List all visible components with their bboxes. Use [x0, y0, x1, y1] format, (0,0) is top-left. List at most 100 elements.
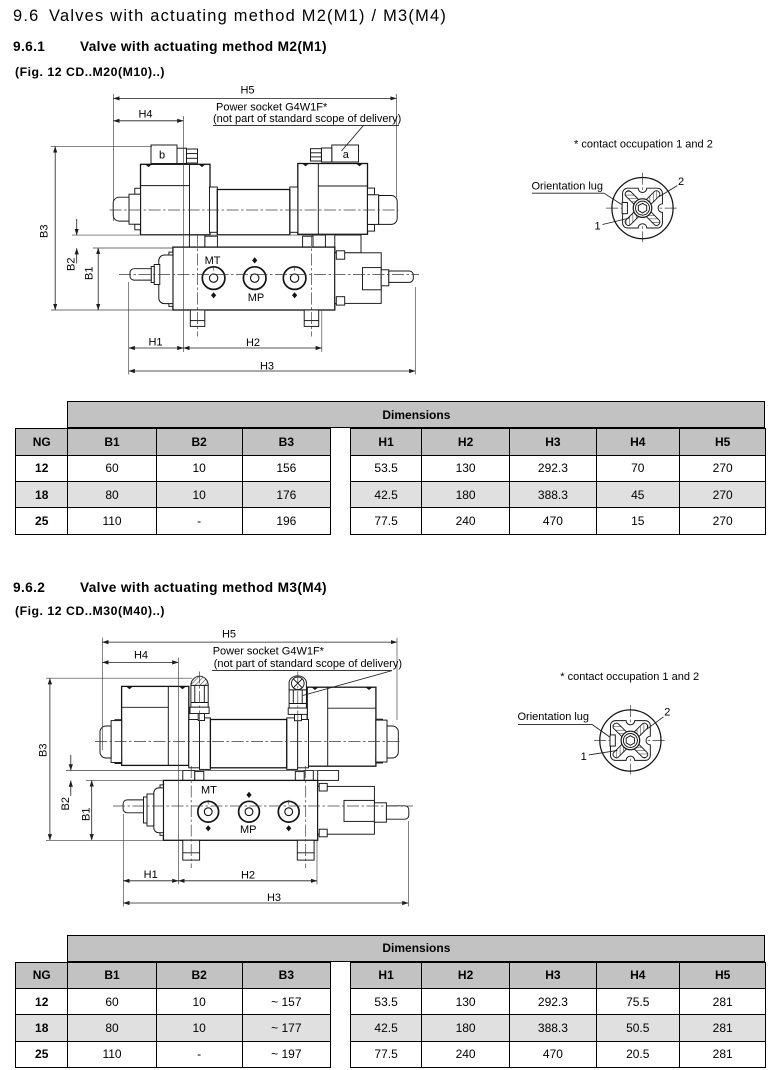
- manual-override-right-m3: [375, 718, 399, 764]
- section-title-961: Valve with actuating method M2(M1): [80, 38, 327, 54]
- dim-label-h1-m2: H1: [148, 336, 162, 348]
- dimensions-table-m3-left: NG B1 B2 B3 12 60 10 ~ 157 18 80 10 ~ 17…: [15, 961, 332, 1069]
- cell-h2: 240: [420, 507, 511, 535]
- page-title-text: Valves with actuating method M2(M1) / M3…: [49, 7, 448, 26]
- port-label-mt-m3: MT: [201, 784, 217, 796]
- manual-override-left-m2: [112, 187, 141, 231]
- col-header-b3: B3: [241, 428, 332, 456]
- power-socket-b: [150, 144, 198, 164]
- cell-h4: 15: [595, 507, 680, 535]
- cell-b1: 60: [67, 454, 157, 483]
- dimensions-bar-m3: Dimensions: [67, 934, 766, 962]
- dim-label-h5-m2: H5: [240, 84, 254, 96]
- table-row: 42.5 180 388.3 45 270: [350, 481, 767, 509]
- dim-label-b3-m3: B3: [37, 744, 49, 757]
- contact-note-m2: * contact occupation 1 and 2: [574, 138, 713, 150]
- valve-m2-centerlines: [109, 209, 419, 337]
- end-plug-left-m3: [122, 784, 164, 836]
- col-header-b3: B3: [241, 961, 332, 990]
- col-header-h5: H5: [678, 961, 767, 990]
- cell-h2: 180: [420, 481, 511, 509]
- port-third-m3: [277, 799, 300, 832]
- port-mt-m3: [196, 799, 220, 832]
- pin2-label-m2: 2: [678, 176, 684, 188]
- table-header-row: NG B1 B2 B3: [15, 961, 332, 990]
- cell-ng: 12: [15, 988, 69, 1016]
- port-mt-m2: [201, 265, 226, 299]
- dim-label-h4-m3: H4: [134, 650, 148, 662]
- cell-h1: 53.5: [350, 454, 422, 483]
- col-header-ng: NG: [15, 961, 69, 990]
- cell-ng: 25: [15, 507, 69, 535]
- dimensions-table-m2-right: H1 H2 H3 H4 H5 53.5 130 292.3 70 270 42.…: [350, 428, 767, 535]
- cell-h4: 50.5: [595, 1014, 680, 1042]
- cell-h5: 270: [678, 507, 767, 535]
- cell-b3: ~ 197: [241, 1040, 332, 1069]
- cell-b1: 60: [67, 988, 157, 1016]
- table-row: 77.5 240 470 15 270: [350, 507, 767, 535]
- cell-h1: 77.5: [350, 1040, 422, 1069]
- table-row: 12 60 10 ~ 157: [15, 988, 332, 1016]
- port-third-m2: [282, 265, 307, 299]
- socket-label-b: b: [159, 149, 165, 161]
- table-row: 42.5 180 388.3 50.5 281: [350, 1014, 767, 1042]
- table-row: 12 60 10 156: [15, 454, 332, 483]
- col-header-h1: H1: [350, 961, 422, 990]
- cell-h3: 470: [509, 1040, 597, 1069]
- cell-h4: 75.5: [595, 988, 680, 1016]
- cell-h2: 180: [420, 1014, 511, 1042]
- pin1-label-m2: 1: [595, 221, 601, 233]
- port-label-mp-m2: MP: [248, 292, 265, 304]
- dim-label-b2-m3: B2: [60, 797, 72, 810]
- table-row: 77.5 240 470 20.5 281: [350, 1040, 767, 1069]
- dim-label-b3-m2: B3: [39, 225, 51, 238]
- dim-label-b2-m2: B2: [66, 258, 78, 271]
- cell-h4: 45: [595, 481, 680, 509]
- valve-m3-shapes: [99, 675, 410, 861]
- col-header-ng: NG: [15, 428, 69, 456]
- dimensions-bar-label-m3: Dimensions: [382, 941, 451, 956]
- cell-h5: 270: [678, 454, 767, 483]
- table-row: 53.5 130 292.3 75.5 281: [350, 988, 767, 1016]
- dim-label-h4-m2: H4: [138, 108, 152, 120]
- center-pin-hex-m3: [625, 735, 636, 746]
- col-header-h2: H2: [420, 961, 511, 990]
- cell-b2: -: [155, 507, 243, 535]
- cell-b3: 176: [241, 481, 332, 509]
- table-header-row: NG B1 B2 B3: [15, 428, 332, 456]
- cell-h3: 292.3: [509, 454, 597, 483]
- col-header-b2: B2: [155, 961, 243, 990]
- valve-m2-dimension-lines: [53, 96, 416, 374]
- connector-detail-m2: * contact occupation 1 and 2 Orientation…: [532, 138, 713, 243]
- col-header-b1: B1: [67, 961, 157, 990]
- orientation-lug-label-m3: Orientation lug: [518, 711, 590, 723]
- cell-ng: 18: [15, 1014, 69, 1042]
- dim-label-h2-m2: H2: [246, 337, 260, 349]
- table-header-row: H1 H2 H3 H4 H5: [350, 961, 767, 990]
- cell-ng: 18: [15, 481, 69, 509]
- end-block-right-m3: [317, 782, 410, 838]
- table-row: 18 80 10 ~ 177: [15, 1014, 332, 1042]
- power-socket-note-m3: Power socket G4W1F* (not part of standar…: [211, 645, 402, 696]
- cell-h3: 470: [509, 507, 597, 535]
- power-socket-a: [310, 144, 359, 163]
- port-mp-m3: [237, 791, 261, 823]
- table-row: 25 110 - 196: [15, 507, 332, 535]
- cell-h4: 20.5: [595, 1040, 680, 1069]
- col-header-h3: H3: [509, 428, 597, 456]
- socket-label-a: a: [343, 149, 350, 161]
- dim-label-h3-m3: H3: [267, 892, 281, 904]
- dimensions-bar-label-m2: Dimensions: [382, 407, 451, 422]
- cell-h5: 281: [678, 1014, 767, 1042]
- cell-h3: 388.3: [509, 1014, 597, 1042]
- col-header-h3: H3: [509, 961, 597, 990]
- col-header-b1: B1: [67, 428, 157, 456]
- dim-label-h2-m3: H2: [241, 869, 255, 881]
- dim-label-b1-m2: B1: [84, 267, 96, 280]
- valve-m2-shapes: [112, 144, 414, 327]
- cell-h2: 130: [420, 454, 511, 483]
